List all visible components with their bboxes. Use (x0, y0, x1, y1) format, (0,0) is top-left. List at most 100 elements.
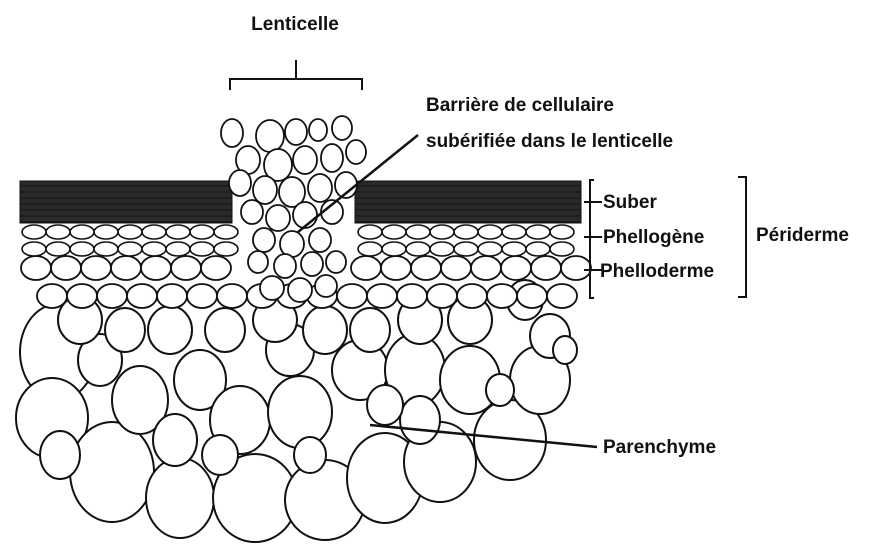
phellogene-cell (46, 242, 70, 256)
parenchyme-cell (146, 458, 214, 538)
lenticel-cell (332, 116, 352, 140)
phelloderme-cell (157, 284, 187, 308)
lenticel-cell (308, 174, 332, 202)
phellogene-cell (190, 225, 214, 239)
phellogene-cell (358, 242, 382, 256)
lenticel-cell (229, 170, 251, 196)
phelloderme-cell (457, 284, 487, 308)
phellogene-cell (502, 242, 526, 256)
phellogene-cell (430, 225, 454, 239)
phelloderme-cell (487, 284, 517, 308)
phelloderme-cell (397, 284, 427, 308)
phellogene-cell (166, 225, 190, 239)
lenticel-cell (260, 276, 284, 300)
phellogene-cell (358, 225, 382, 239)
layer-side-bracket (590, 180, 594, 298)
phelloderme-cell (97, 284, 127, 308)
parenchyme-cell (148, 306, 192, 354)
parenchyme-cell (105, 308, 145, 352)
lenticel-cell (241, 200, 263, 224)
phelloderme-cell (471, 256, 501, 280)
lenticel-cell (256, 120, 284, 152)
phelloderme-cell (67, 284, 97, 308)
phellogene-cell (454, 242, 478, 256)
phellogene-cell (382, 225, 406, 239)
lenticel-cell (326, 251, 346, 273)
phellogene-cell (550, 242, 574, 256)
phellogene-cell (22, 242, 46, 256)
lenticel-cell (266, 205, 290, 231)
phelloderme-cell (171, 256, 201, 280)
phelloderme-cell (201, 256, 231, 280)
barriere-label-line2: subérifiée dans le lenticelle (426, 131, 673, 152)
parenchyme-cell (202, 435, 238, 475)
phelloderme-cell (337, 284, 367, 308)
lenticel-cell (301, 252, 323, 276)
phelloderme-cell (21, 256, 51, 280)
phelloderme-cell (531, 256, 561, 280)
lenticel-cell (346, 140, 366, 164)
lenticel-cell (293, 146, 317, 174)
phelloderme-cell (547, 284, 577, 308)
parenchyme-cell (268, 376, 332, 448)
phellogene-label: Phellogène (603, 227, 704, 248)
phellogene-cell (142, 225, 166, 239)
parenchyme-cell (486, 374, 514, 406)
parenchyme-tissue (16, 280, 577, 542)
lenticel-cell (288, 278, 312, 302)
phelloderme-cell (141, 256, 171, 280)
phellogene-cell (454, 225, 478, 239)
phellogene-cell (190, 242, 214, 256)
phellogene-cell (526, 242, 550, 256)
phelloderme-cell (441, 256, 471, 280)
barriere-label-line1: Barrière de cellulaire (426, 95, 614, 116)
parenchyme-cell (553, 336, 577, 364)
phellogene-cell (118, 225, 142, 239)
parenchyme-cell (205, 308, 245, 352)
phelloderme-cell (127, 284, 157, 308)
parenchyme-cell (40, 431, 80, 479)
phellogene-cell (94, 225, 118, 239)
suber-label: Suber (603, 192, 657, 213)
parenchyme-cell (400, 396, 440, 444)
lenticel-cell (321, 144, 343, 172)
lenticel-cell (293, 202, 317, 228)
lenticel-cell (285, 119, 307, 145)
phelloderme-cell (51, 256, 81, 280)
parenchyme-cell (350, 308, 390, 352)
lenticel-cell (315, 275, 337, 297)
phelloderme-cell (381, 256, 411, 280)
phelloderme-cell (37, 284, 67, 308)
lenticel-cell (309, 228, 331, 252)
phelloderme-cell (517, 284, 547, 308)
suber-band-right (355, 181, 581, 223)
parenchyme-cell (294, 437, 326, 473)
lenticelle-bracket (230, 60, 362, 90)
lenticel-cell (280, 231, 304, 257)
lenticel-cell (248, 251, 268, 273)
lenticel-cell (274, 254, 296, 278)
phellogene-cell (526, 225, 550, 239)
parenchyme-cell (153, 414, 197, 466)
phellogene-cell (142, 242, 166, 256)
phellogene-cell (406, 225, 430, 239)
phelloderme-cell (367, 284, 397, 308)
periderme-label: Périderme (756, 225, 849, 246)
phellogene-cell (94, 242, 118, 256)
lenticelle-label: Lenticelle (251, 14, 339, 35)
periderme-bracket (738, 177, 746, 297)
phelloderme-cell (411, 256, 441, 280)
lenticel-filling-cells (221, 116, 366, 302)
suber-band-left (20, 181, 232, 223)
phellogene-cell (502, 225, 526, 239)
phellogene-cell (382, 242, 406, 256)
parenchyme-cell (367, 385, 403, 425)
phelloderme-cell (427, 284, 457, 308)
phellogene-cell (214, 242, 238, 256)
phellogene-cell (406, 242, 430, 256)
phelloderme-label: Phelloderme (600, 261, 714, 282)
parenchyme-label: Parenchyme (603, 437, 716, 458)
phellogene-cell (118, 242, 142, 256)
